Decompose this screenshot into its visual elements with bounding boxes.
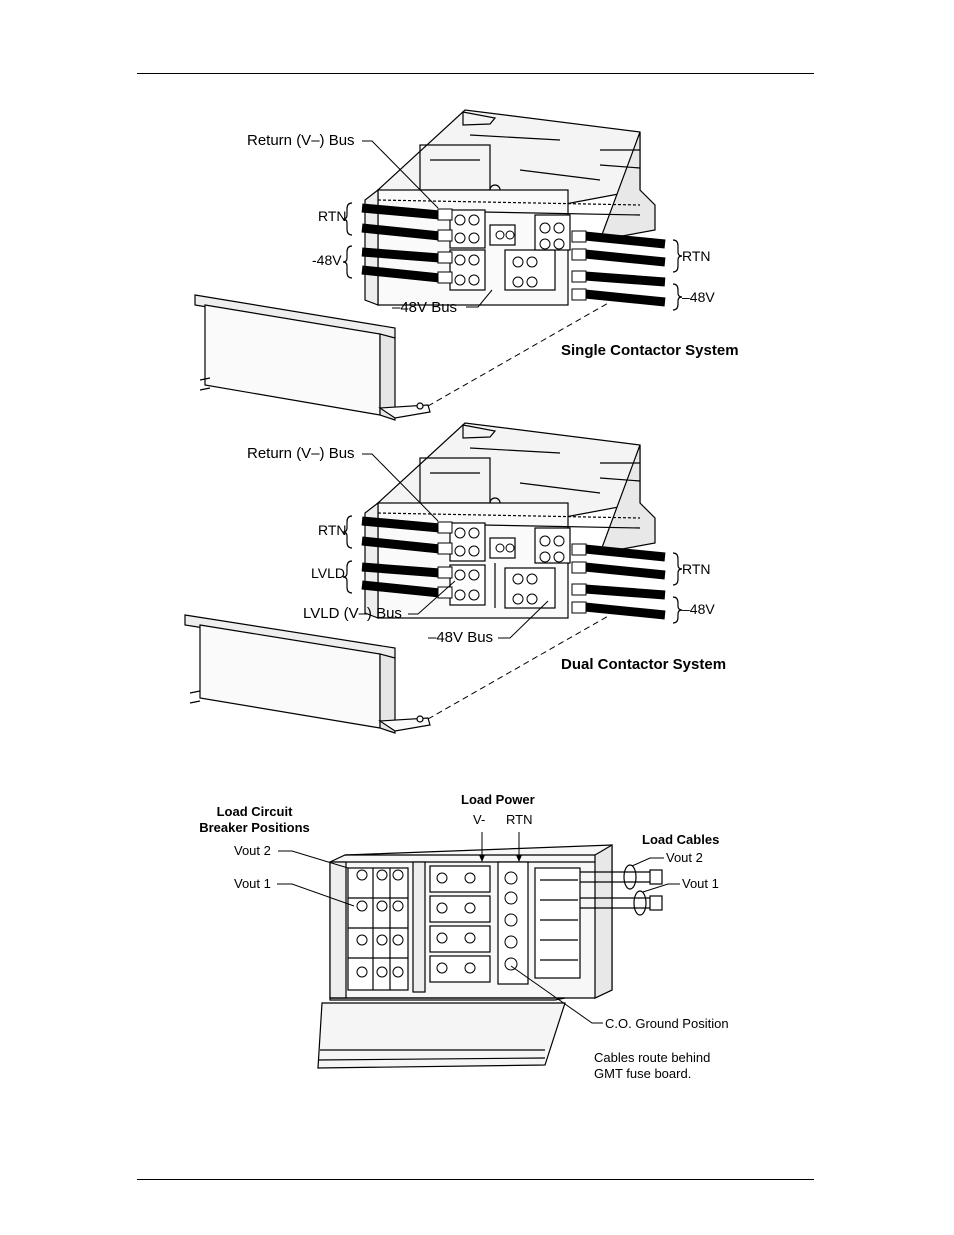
breaker-title-line-1: Load Circuit xyxy=(217,804,293,819)
cables-note-line-1: Cables route behind xyxy=(594,1050,710,1065)
cables-note-line-2: GMT fuse board. xyxy=(594,1066,691,1081)
load-power-title: Load Power xyxy=(461,793,535,806)
footer-rule xyxy=(137,1179,814,1180)
breaker-positions-title: Load Circuit Breaker Positions xyxy=(182,804,327,836)
vout1-left-label: Vout 1 xyxy=(234,877,271,890)
breaker-title-line-2: Breaker Positions xyxy=(199,820,310,835)
vout2-left-label: Vout 2 xyxy=(234,844,271,857)
vout1-right-label: Vout 1 xyxy=(682,877,719,890)
vout2-right-label: Vout 2 xyxy=(666,851,703,864)
v-minus-label: V- xyxy=(473,813,485,826)
co-ground-position-label: C.O. Ground Position xyxy=(605,1017,729,1030)
load-power-diagram xyxy=(0,0,954,1100)
load-cables-title: Load Cables xyxy=(642,833,719,846)
cables-route-note: Cables route behind GMT fuse board. xyxy=(594,1050,710,1082)
rtn-label: RTN xyxy=(506,813,532,826)
